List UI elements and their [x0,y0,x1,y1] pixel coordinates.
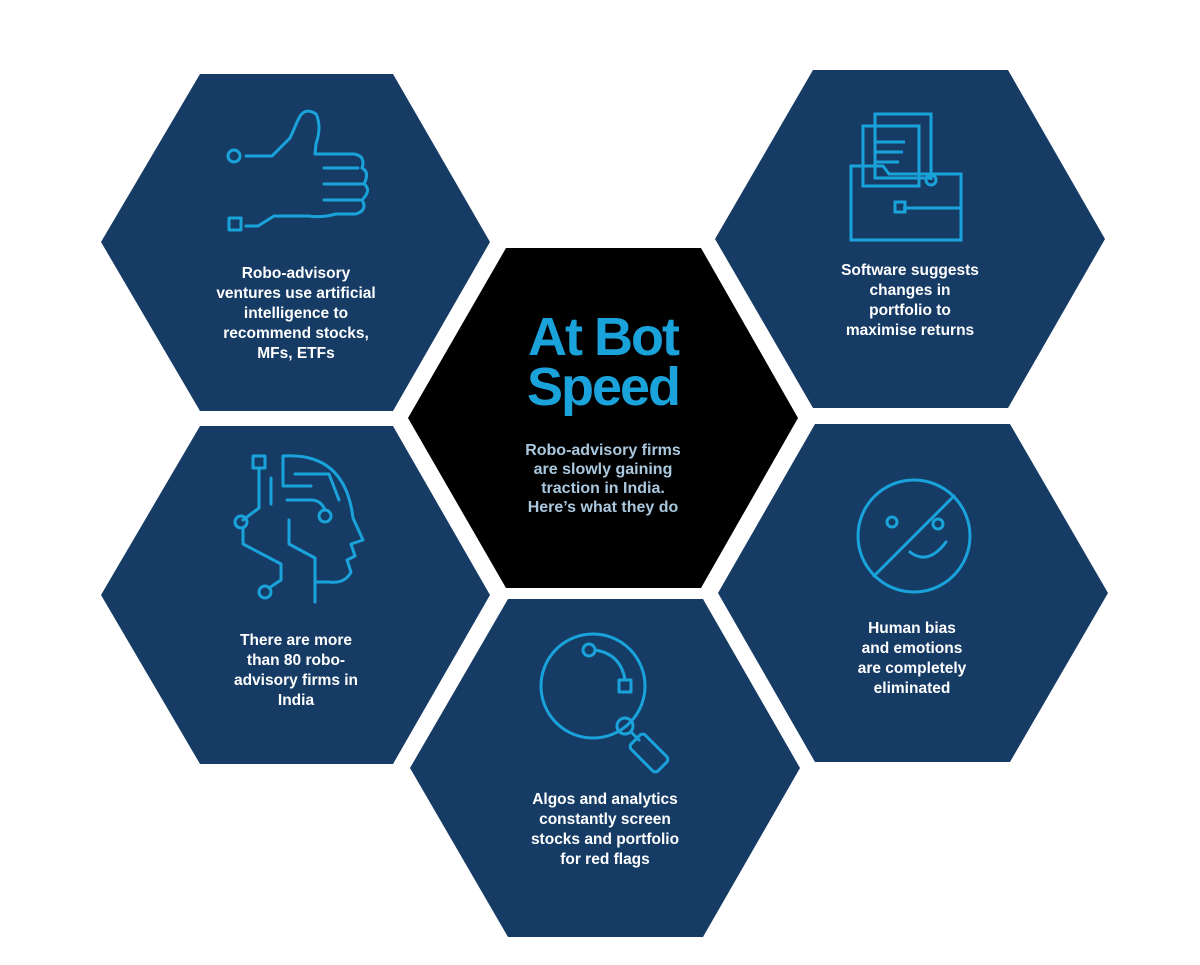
hex-ai [101,74,490,411]
hex-algos [410,599,800,937]
crossed-out-smiley-icon [848,470,980,602]
cell-text-bias: Human bias and emotions are completely e… [857,620,967,697]
cell-text-ai: Robo-advisory ventures use artificial in… [216,265,376,362]
center-subtitle: Robo-advisory firms are slowly gaining t… [525,442,681,516]
hex-center [408,248,798,588]
cell-text-firms: There are more than 80 robo- advisory fi… [233,632,359,709]
hex-firms [101,426,490,764]
cell-text-algos: Algos and analytics constantly screen st… [530,791,680,868]
magnifier-circuit-icon [533,628,683,778]
circuit-head-icon [225,448,375,608]
center-title: At Bot Speed [526,307,681,417]
thumbs-up-circuit-icon [212,98,382,238]
document-folder-icon [843,108,973,248]
cell-text-software: Software suggests changes in portfolio t… [841,262,979,339]
